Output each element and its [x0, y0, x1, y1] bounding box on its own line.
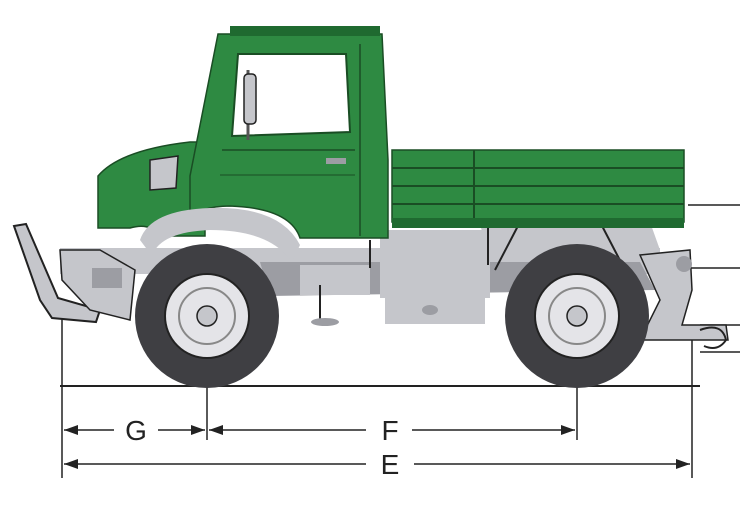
dimension-e-label: E	[381, 449, 400, 480]
cargo-bed	[391, 149, 685, 228]
front-wheel	[135, 244, 279, 388]
dimension-e: E	[64, 449, 690, 480]
headlight	[149, 155, 179, 191]
unimog-truck	[12, 26, 729, 388]
side-mirror	[243, 70, 257, 140]
rear-wheel	[505, 244, 649, 388]
front-fender-arch	[140, 207, 300, 262]
door-handle	[326, 158, 346, 164]
dimension-g: G	[64, 415, 205, 446]
extension-lines	[61, 318, 693, 478]
roof-rack	[230, 26, 380, 36]
dimension-f: F	[209, 415, 575, 446]
dimension-f-label: F	[381, 415, 398, 446]
cab-window	[230, 53, 352, 138]
rear-hitch	[638, 249, 729, 349]
front-plow-mount	[12, 222, 136, 324]
dimension-g-label: G	[125, 415, 147, 446]
